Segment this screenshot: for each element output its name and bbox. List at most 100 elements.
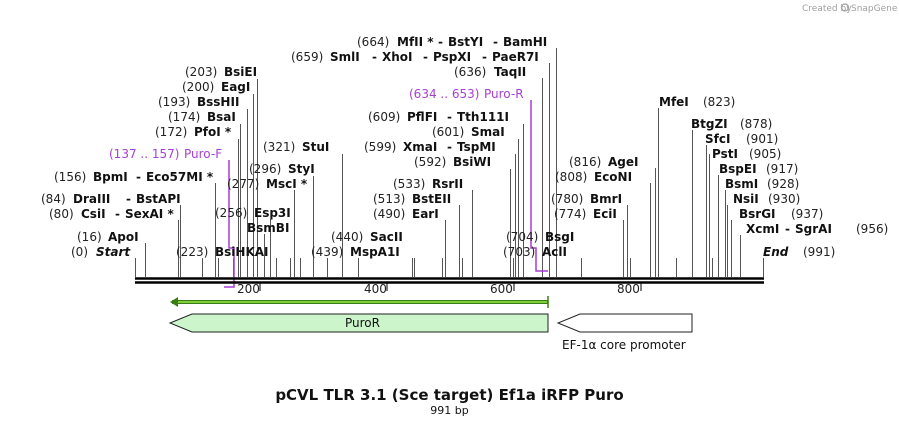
primer-name: Puro-R xyxy=(484,87,524,101)
enzyme-name: BstEII xyxy=(412,192,451,206)
site-position: (878) xyxy=(740,117,772,131)
site-btgzi: BtgZI (878) xyxy=(691,117,772,131)
enzyme-name: StyI xyxy=(288,162,315,176)
site-position: (223) xyxy=(176,245,208,259)
credit: Created by SnapGene xyxy=(802,3,898,14)
enzyme-name: NsiI xyxy=(733,192,759,206)
site-position: (174) xyxy=(168,110,200,124)
site-position: (256) xyxy=(215,206,247,220)
snapgene-logo-icon xyxy=(840,3,850,12)
site-position: (905) xyxy=(749,147,781,161)
enzyme-name: PflFI xyxy=(407,110,437,124)
site-bsiwi: (592) BsiWI xyxy=(414,155,491,169)
enzyme-name: AgeI xyxy=(608,155,638,169)
site-styi: (296) StyI xyxy=(249,162,315,176)
site-position: (440) xyxy=(331,230,363,244)
site-bsiei: (203) BsiEI xyxy=(185,65,257,79)
site-position: (490) xyxy=(373,207,405,221)
puro-r-primer-line xyxy=(530,100,548,272)
feature-ef1a-promoter: EF-1α core promoter xyxy=(556,313,693,352)
site-mfei: MfeI (823) xyxy=(659,95,735,109)
site-mfii-group: (664) MfII * - BstYI - BamHI xyxy=(357,35,547,49)
label-separator: - xyxy=(785,222,790,236)
puror-arrow xyxy=(168,313,549,333)
enzyme-name: SmaI xyxy=(471,125,505,139)
enzyme-name: CsiI xyxy=(81,207,106,221)
tick-label-400: 400 xyxy=(364,282,387,296)
site-position: (601) xyxy=(432,125,464,139)
enzyme-name: TaqII xyxy=(494,65,526,79)
site-msci: (277) MscI * xyxy=(227,177,308,191)
enzyme-name: EcoNI xyxy=(594,170,632,184)
site-draiii-group: (84) DraIII - BstAPI xyxy=(41,192,181,206)
puro-f-primer-line xyxy=(224,160,235,288)
enzyme-name: BstAPI xyxy=(136,192,181,206)
enzyme-name: BsaI xyxy=(207,110,236,124)
enzyme-name: BstYI xyxy=(448,35,483,49)
site-apoi: (16) ApoI xyxy=(77,230,139,244)
site-bsihkai: (223) BsiHKAI xyxy=(176,245,269,259)
enzyme-name: BsiHKAI xyxy=(215,245,269,259)
site-position: (780) xyxy=(551,192,583,206)
enzyme-name: Tth111I xyxy=(457,110,509,124)
primer-marks xyxy=(224,100,548,288)
site-position: (156) xyxy=(54,170,86,184)
enzyme-name: MfII * xyxy=(397,35,434,49)
site-xmai-group: (599) XmaI - TspMI xyxy=(364,140,496,154)
enzyme-name: AclI xyxy=(542,245,567,259)
label-separator: - xyxy=(482,50,487,64)
enzyme-name: EagI xyxy=(221,80,250,94)
end-position: (991) xyxy=(803,245,835,259)
enzyme-name: SgrAI xyxy=(795,222,832,236)
site-position: (636) xyxy=(454,65,486,79)
site-position: (774) xyxy=(554,207,586,221)
enzyme-name: XcmI xyxy=(746,222,779,236)
site-position: (901) xyxy=(746,132,778,146)
site-position: (664) xyxy=(357,35,389,49)
enzyme-name: PaeR7I xyxy=(492,50,539,64)
site-bsrgi: BsrGI (937) xyxy=(739,207,823,221)
site-position: (659) xyxy=(291,50,323,64)
site-end: End (991) xyxy=(763,245,835,259)
site-sacii: (440) SacII xyxy=(331,230,403,244)
start-position: (0) xyxy=(71,245,88,259)
cut-site-lines xyxy=(135,48,764,277)
site-smai: (601) SmaI xyxy=(432,125,505,139)
enzyme-name: EciI xyxy=(593,207,617,221)
site-position: (816) xyxy=(569,155,601,169)
site-bsshii: (193) BssHII xyxy=(158,95,239,109)
enzyme-name: BssHII xyxy=(197,95,239,109)
primer-range: (137 .. 157) xyxy=(109,147,179,161)
enzyme-name: EarI xyxy=(412,207,439,221)
site-bsai: (174) BsaI xyxy=(168,110,236,124)
site-econi: (808) EcoNI xyxy=(555,170,632,184)
puror-orf-arrow xyxy=(170,296,549,308)
enzyme-name: SacII xyxy=(370,230,403,244)
site-ecii: (774) EciI xyxy=(554,207,617,221)
dna-backbone xyxy=(135,277,764,284)
enzyme-name: SexAI * xyxy=(125,207,174,221)
enzyme-name: TspMI xyxy=(457,140,496,154)
enzyme-name: MfeI xyxy=(659,95,689,109)
scale-ticks xyxy=(259,282,642,291)
enzyme-name: MspA1I xyxy=(350,245,400,259)
puror-label: PuroR xyxy=(345,316,380,330)
label-separator: - xyxy=(126,192,131,206)
site-csii-group: (80) CsiI - SexAI * xyxy=(49,207,174,221)
site-position: (609) xyxy=(368,110,400,124)
site-position: (928) xyxy=(767,177,799,191)
enzyme-name: DraIII xyxy=(73,192,110,206)
promoter-arrow xyxy=(556,313,693,333)
site-sfci: SfcI (901) xyxy=(705,132,778,146)
map-title-block: pCVL TLR 3.1 (Sce target) Ef1a iRFP Puro… xyxy=(275,386,623,417)
label-separator: - xyxy=(115,207,120,221)
site-position: (172) xyxy=(155,125,187,139)
site-bmri: (780) BmrI xyxy=(551,192,622,206)
site-rsrii: (533) RsrII xyxy=(393,177,463,191)
site-position: (823) xyxy=(703,95,735,109)
enzyme-name: BsrGI xyxy=(739,207,776,221)
site-position: (277) xyxy=(227,177,259,191)
site-eagi: (200) EagI xyxy=(182,80,250,94)
credit-brand: SnapGene xyxy=(851,4,898,14)
enzyme-name: BmrI xyxy=(590,192,622,206)
